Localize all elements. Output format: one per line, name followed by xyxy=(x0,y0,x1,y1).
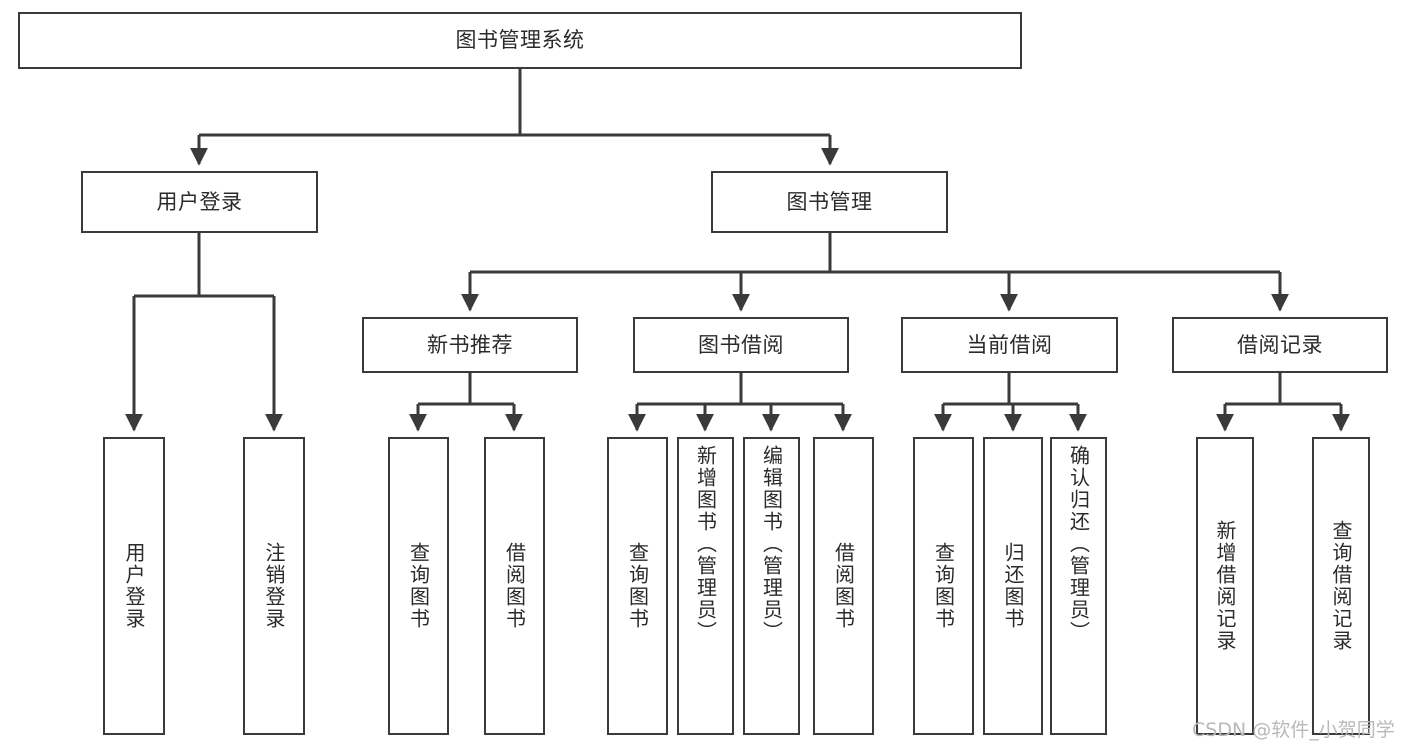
node-current-borrow-label: 当前借阅 xyxy=(966,332,1053,357)
node-leaf-confirm-return[interactable]: 确认归还（管理员） xyxy=(1050,437,1107,735)
node-leaf-confirm-return-label: 确认归还（管理员） xyxy=(1066,445,1091,643)
node-new-book-rec-label: 新书推荐 xyxy=(427,332,513,357)
node-leaf-query-book-2-label: 查询图书 xyxy=(625,542,650,630)
node-leaf-user-login[interactable]: 用户登录 xyxy=(103,437,165,735)
node-leaf-query-book-2[interactable]: 查询图书 xyxy=(607,437,668,735)
node-leaf-return-book[interactable]: 归还图书 xyxy=(983,437,1043,735)
node-root-label: 图书管理系统 xyxy=(455,28,585,53)
node-leaf-edit-book[interactable]: 编辑图书（管理员） xyxy=(743,437,800,735)
node-leaf-add-book[interactable]: 新增图书（管理员） xyxy=(677,437,734,735)
node-leaf-borrow-book-2[interactable]: 借阅图书 xyxy=(813,437,874,735)
node-leaf-borrow-book-2-label: 借阅图书 xyxy=(831,542,856,630)
node-leaf-logout-label: 注销登录 xyxy=(262,542,286,630)
node-leaf-add-record[interactable]: 新增借阅记录 xyxy=(1196,437,1254,735)
node-borrow-record-label: 借阅记录 xyxy=(1237,332,1323,357)
node-leaf-query-book-1-label: 查询图书 xyxy=(406,542,431,630)
node-book-borrow-label: 图书借阅 xyxy=(698,332,784,357)
node-leaf-borrow-book-1[interactable]: 借阅图书 xyxy=(484,437,545,735)
node-leaf-add-record-label: 新增借阅记录 xyxy=(1213,520,1237,652)
node-book-borrow[interactable]: 图书借阅 xyxy=(633,317,849,373)
node-leaf-user-login-label: 用户登录 xyxy=(122,542,146,630)
node-leaf-edit-book-label: 编辑图书（管理员） xyxy=(759,445,784,643)
node-root[interactable]: 图书管理系统 xyxy=(18,12,1022,69)
node-leaf-query-book-1[interactable]: 查询图书 xyxy=(388,437,449,735)
node-leaf-add-book-label: 新增图书（管理员） xyxy=(693,445,718,643)
node-book-manage-label: 图书管理 xyxy=(786,189,873,214)
node-leaf-logout[interactable]: 注销登录 xyxy=(243,437,305,735)
node-leaf-query-book-3-label: 查询图书 xyxy=(931,542,956,630)
node-book-manage[interactable]: 图书管理 xyxy=(711,171,948,233)
node-leaf-return-book-label: 归还图书 xyxy=(1001,542,1025,630)
node-leaf-query-record[interactable]: 查询借阅记录 xyxy=(1312,437,1370,735)
node-leaf-query-record-label: 查询借阅记录 xyxy=(1329,520,1353,652)
node-new-book-rec[interactable]: 新书推荐 xyxy=(362,317,578,373)
node-user-login-label: 用户登录 xyxy=(156,189,243,214)
node-current-borrow[interactable]: 当前借阅 xyxy=(901,317,1118,373)
node-leaf-query-book-3[interactable]: 查询图书 xyxy=(913,437,974,735)
node-user-login[interactable]: 用户登录 xyxy=(81,171,318,233)
node-leaf-borrow-book-1-label: 借阅图书 xyxy=(502,542,527,630)
node-borrow-record[interactable]: 借阅记录 xyxy=(1172,317,1388,373)
